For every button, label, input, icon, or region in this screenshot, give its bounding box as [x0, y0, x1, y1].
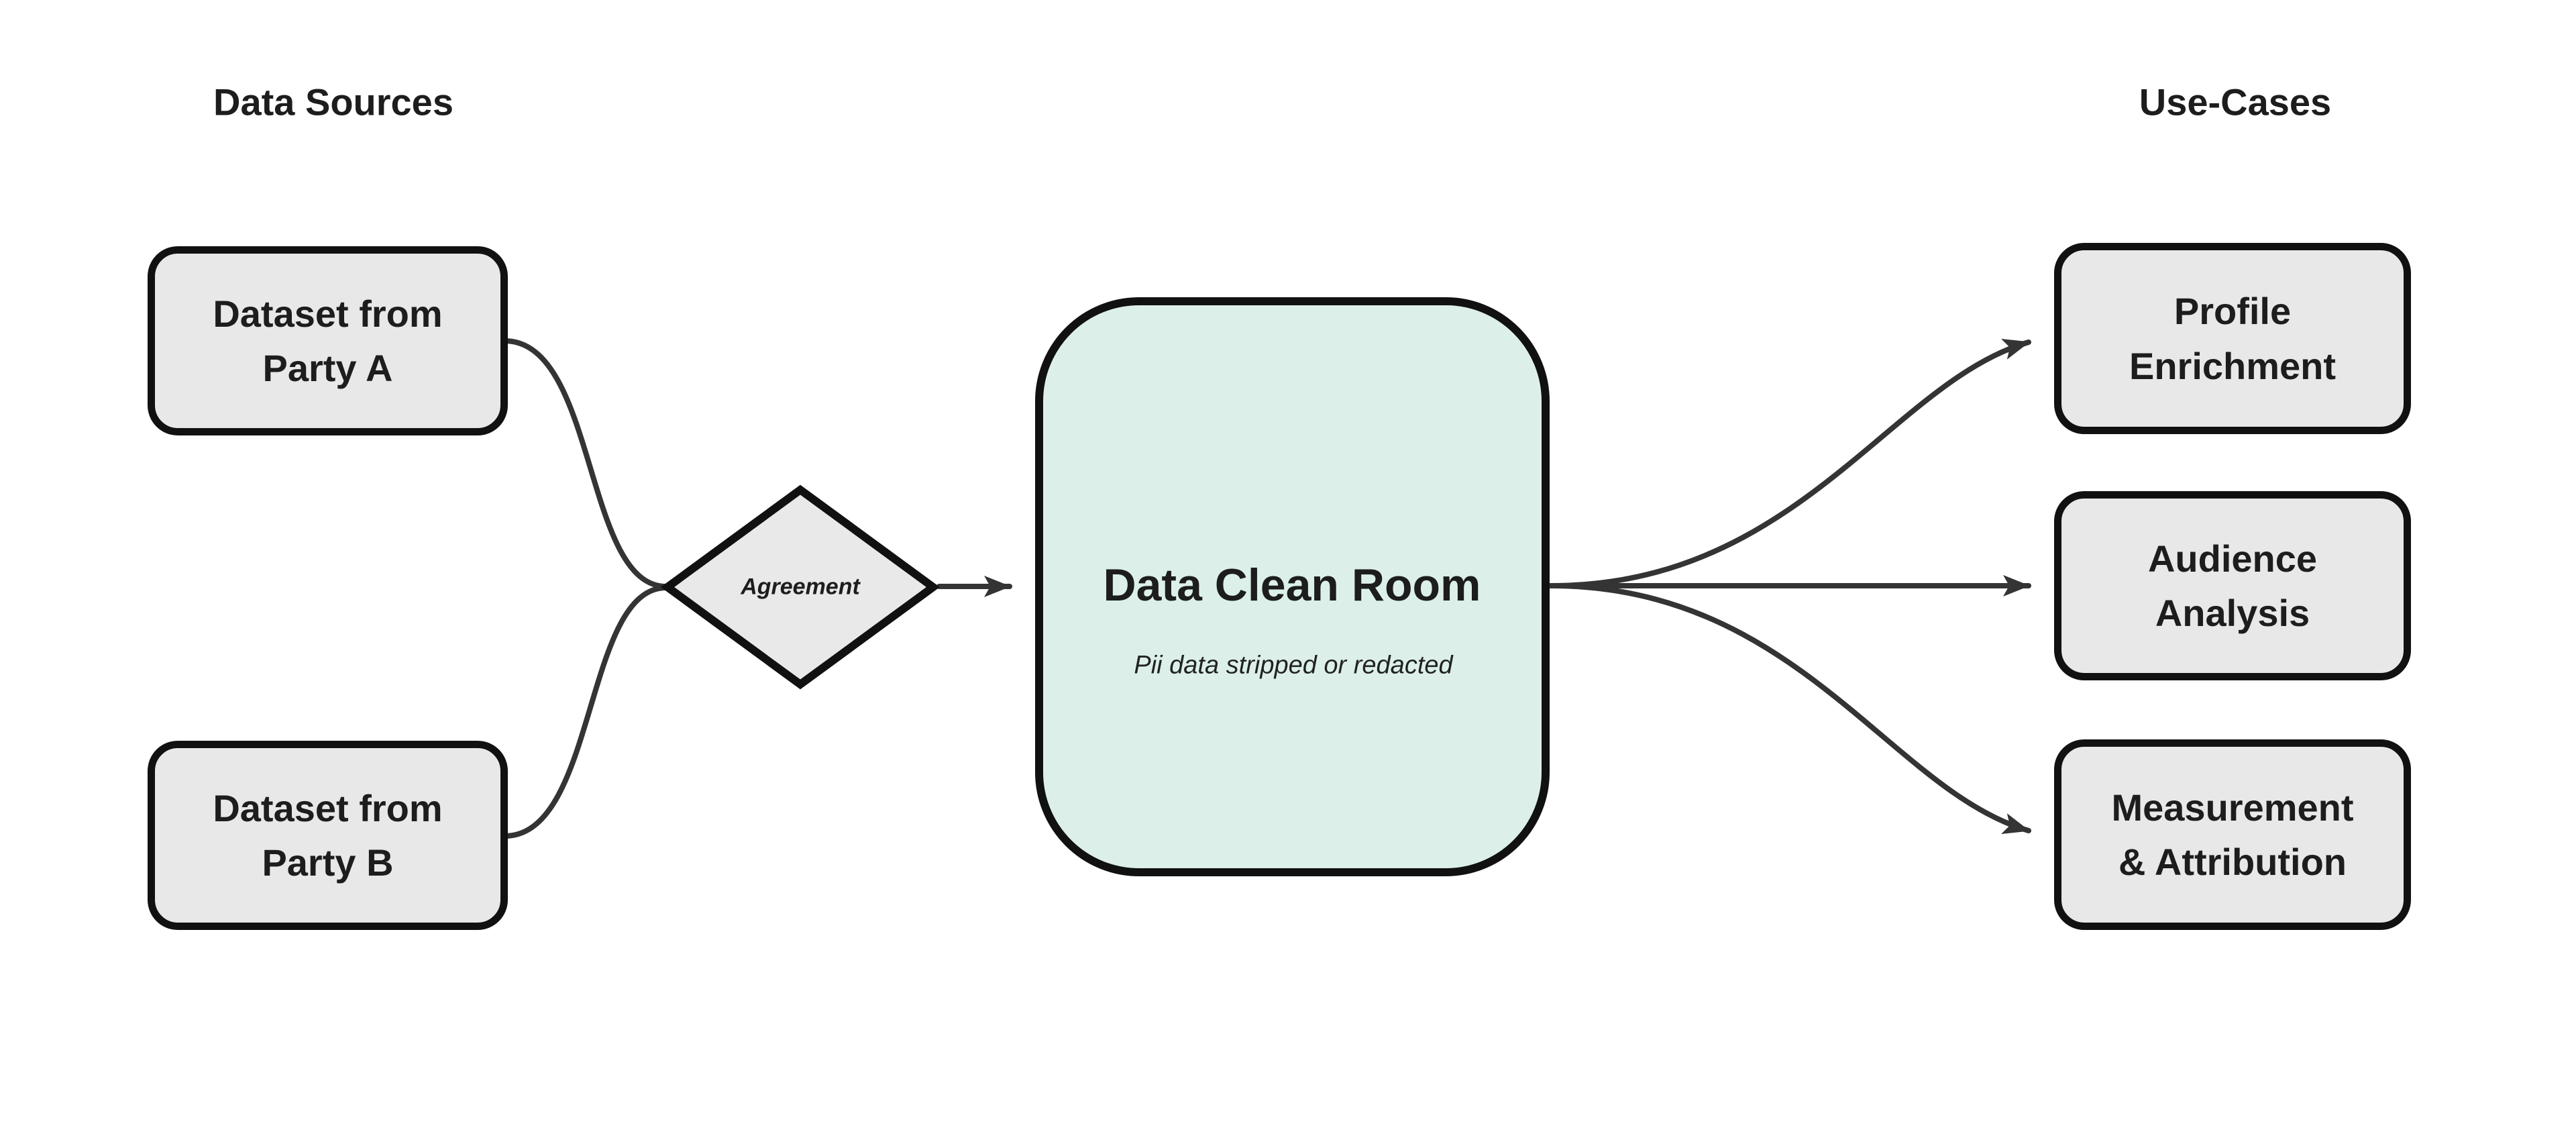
- clean-room-title: Data Clean Room: [1103, 560, 1481, 611]
- node-profile-enrichment: Profile Enrichment: [2054, 243, 2411, 434]
- node-measurement-attribution: Measurement & Attribution: [2054, 739, 2411, 930]
- column-title-data-sources: Data Sources: [213, 81, 453, 123]
- node-label-dataset-party-a: Dataset from Party A: [213, 292, 443, 389]
- node-label-dataset-party-b: Dataset from Party B: [213, 786, 443, 884]
- connector-clean-room-to-measurement-attribution: [1548, 583, 2031, 834]
- node-dataset-party-a: Dataset from Party A: [148, 246, 508, 435]
- clean-room-subtitle: Pii data stripped or redacted: [1134, 651, 1453, 680]
- agreement-diamond: [660, 484, 941, 690]
- node-label-measurement-attribution: Measurement & Attribution: [2111, 786, 2354, 883]
- node-audience-analysis: Audience Analysis: [2054, 491, 2411, 680]
- node-data-clean-room: [1035, 297, 1550, 876]
- node-dataset-party-b: Dataset from Party B: [148, 741, 508, 930]
- node-label-audience-analysis: Audience Analysis: [2147, 537, 2318, 634]
- connector-party-b-to-agreement: [502, 585, 669, 839]
- connector-clean-room-to-profile-enrichment: [1548, 339, 2031, 588]
- connector-party-a-to-agreement: [502, 338, 669, 589]
- node-label-agreement: Agreement: [741, 574, 860, 600]
- node-label-profile-enrichment: Profile Enrichment: [2129, 290, 2337, 387]
- column-title-use-cases: Use-Cases: [2139, 81, 2332, 123]
